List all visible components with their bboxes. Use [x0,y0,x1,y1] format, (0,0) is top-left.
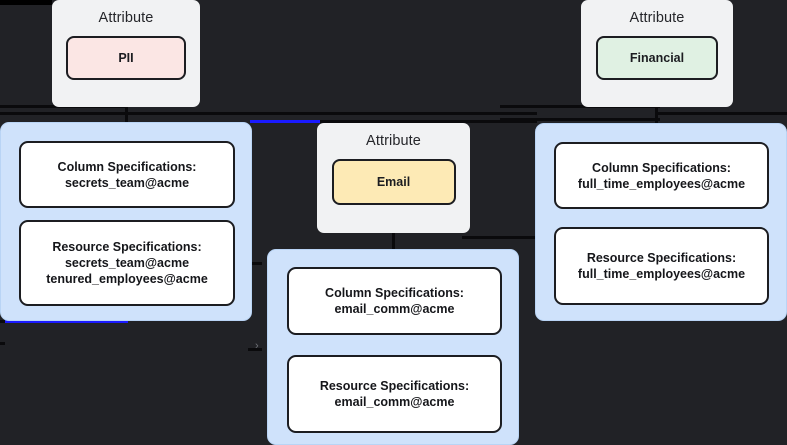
spec-box-label: Resource Specifications: [586,251,737,265]
attribute-card-pii[interactable]: Attribute PII [52,0,200,107]
spec-box-label: Column Specifications: [592,160,731,175]
spec-group-pii[interactable]: Column Specifications: secrets_team@acme… [0,122,252,321]
attribute-card-email[interactable]: Attribute Email [317,123,470,233]
spec-box-value: secrets_team@acme [64,256,190,270]
edge-email-horizontal [250,112,537,115]
attribute-chip-pii[interactable]: PII [66,36,186,80]
spec-box-label: Column Specifications: [325,286,464,300]
spec-box-column-email[interactable]: Column Specifications: email_comm@acme [287,267,502,335]
spec-box-value: tenured_employees@acme [46,272,208,286]
spec-box-label: Resource Specifications: [52,240,202,254]
spec-box-label: Column Specifications: [57,159,197,174]
edge-email-vertical [392,232,395,250]
edge-right-stub-a [248,262,262,265]
edge-pii-horizontal-2 [0,112,250,115]
edge-financial-horizontal [500,105,660,108]
edge-financial-vertical [655,105,658,123]
spec-box-value: full_time_employees@acme [577,176,746,191]
spec-box-value: email_comm@acme [334,302,455,316]
spec-box-resource-pii[interactable]: Resource Specifications: secrets_team@ac… [19,220,235,306]
spec-group-email[interactable]: Column Specifications: email_comm@acme R… [267,249,519,445]
edge-financial-horizontal-3 [500,118,660,121]
spec-box-value: full_time_employees@acme [577,267,746,281]
edge-financial-horizontal-2 [657,112,787,115]
edge-left-stub-a [0,342,5,345]
spec-box-label: Resource Specifications: [319,379,470,393]
attribute-chip-financial[interactable]: Financial [596,36,718,80]
edge-email-highlight [250,120,320,123]
spec-box-value: secrets_team@acme [64,175,190,190]
canvas-top-left-gutter [0,0,52,5]
spec-box-resource-email[interactable]: Resource Specifications: email_comm@acme [287,355,502,433]
spec-box-column-pii[interactable]: Column Specifications: secrets_team@acme [19,141,235,208]
edge-pii-highlight-bottom [0,320,128,323]
spec-box-resource-financial[interactable]: Resource Specifications: full_time_emplo… [554,227,769,305]
attribute-card-title: Attribute [98,10,154,26]
edge-right-stub-b [248,348,262,351]
edge-left-stub-b [0,320,5,323]
attribute-chip-email[interactable]: Email [331,159,456,205]
attribute-card-title: Attribute [629,10,685,26]
spec-group-financial[interactable]: Column Specifications: full_time_employe… [535,123,787,321]
spec-box-value: email_comm@acme [334,395,455,409]
attribute-card-title: Attribute [366,133,421,149]
edge-middle-right-link [462,236,537,239]
edge-email-horizontal-2 [320,120,537,123]
expand-chevron-icon[interactable]: › [255,340,259,352]
spec-box-column-financial[interactable]: Column Specifications: full_time_employe… [554,142,769,209]
attribute-card-financial[interactable]: Attribute Financial [581,0,733,107]
